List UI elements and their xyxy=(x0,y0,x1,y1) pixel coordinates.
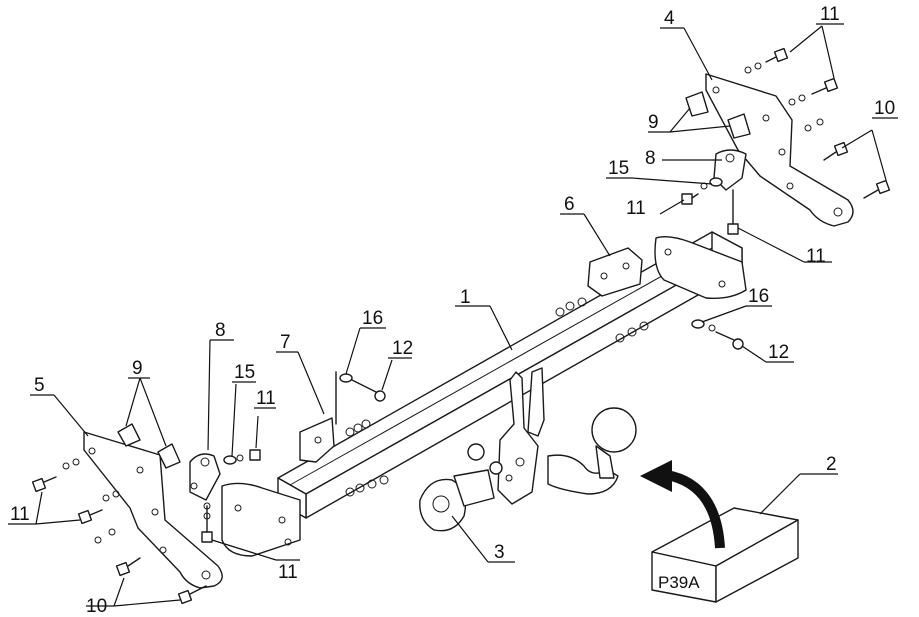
leader-lines xyxy=(8,23,898,607)
label-part-9-left: 9 xyxy=(132,358,143,379)
label-part-1: 1 xyxy=(460,287,471,308)
curved-arrow xyxy=(640,460,725,549)
socket-plate xyxy=(419,443,503,532)
label-part-7: 7 xyxy=(280,332,291,353)
label-part-11-left-plate: 11 xyxy=(10,504,30,525)
bracket-6 xyxy=(587,247,643,297)
label-part-16-left: 16 xyxy=(362,308,383,329)
tow-ball-assembly xyxy=(497,367,637,505)
label-part-16-right: 16 xyxy=(748,286,769,307)
bracket-7 xyxy=(299,371,337,463)
label-part-10-left: 10 xyxy=(86,596,107,617)
main-crossbar xyxy=(277,231,743,519)
right-crossbar-flange xyxy=(654,235,747,300)
label-part-11-right-low: 11 xyxy=(806,246,826,267)
label-part-8-right: 8 xyxy=(645,148,656,169)
label-part-10-right: 10 xyxy=(874,98,895,119)
clips-9-left xyxy=(117,423,181,469)
label-part-12-right: 12 xyxy=(768,342,789,363)
label-part-9-right: 9 xyxy=(648,112,659,133)
label-part-15-right: 15 xyxy=(608,158,629,179)
instructions-box xyxy=(651,507,799,603)
label-part-11-left-bracket: 11 xyxy=(256,388,276,409)
label-part-11-left-lower: 11 xyxy=(278,562,298,583)
label-part-4: 4 xyxy=(664,8,675,29)
fasteners xyxy=(31,47,891,605)
bracket-8-left xyxy=(189,453,221,501)
label-part-12-left: 12 xyxy=(392,338,413,359)
label-part-3: 3 xyxy=(494,542,505,563)
label-part-2: 2 xyxy=(826,454,837,475)
label-part-11-right-mid: 11 xyxy=(626,198,646,219)
label-part-15-left: 15 xyxy=(234,362,255,383)
part-labels: 1 2 3 4 5 6 7 8 8 9 9 10 10 11 11 11 11 … xyxy=(10,4,895,617)
label-part-8-left: 8 xyxy=(215,320,226,341)
label-part-11-right-top: 11 xyxy=(820,4,840,25)
left-crossbar-flange xyxy=(221,482,301,557)
label-part-5: 5 xyxy=(34,375,45,396)
box-label-text: P39A xyxy=(658,573,700,592)
clips-9-right xyxy=(685,91,751,139)
label-part-6: 6 xyxy=(564,194,575,215)
left-side-plate xyxy=(83,431,223,589)
right-side-plate xyxy=(705,73,854,227)
